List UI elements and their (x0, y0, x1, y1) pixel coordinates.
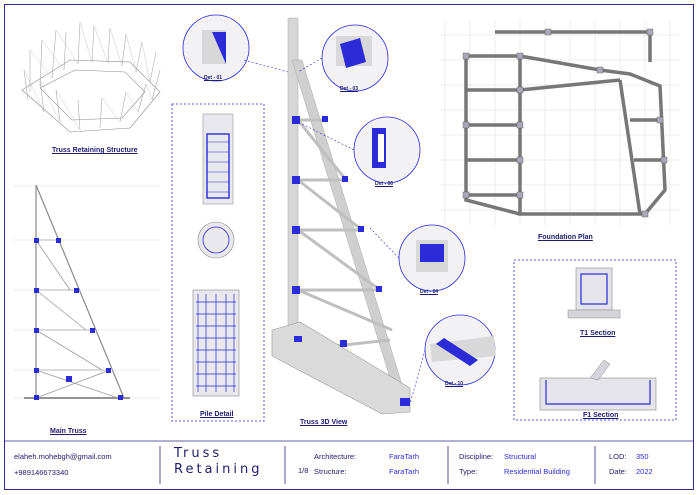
architecture-label: Architecture: (314, 452, 357, 461)
title-block: elaheh.mohebgh@gmail.com +989146673340 T… (4, 440, 694, 490)
lod-value: 350 (636, 452, 649, 461)
lod-label: LOD: (609, 452, 627, 461)
detail-06-label: Det - 06 (375, 181, 394, 187)
foundation-plan-drawing (440, 20, 680, 225)
detail-10-label: Det - 10 (445, 381, 464, 387)
main-truss-label: Main Truss (50, 428, 87, 435)
date-value: 2022 (636, 467, 653, 476)
detail-01-label: Det - 01 (204, 75, 223, 81)
date-label: Date: (609, 467, 627, 476)
detail-03-label: Det - 03 (340, 86, 359, 92)
pile-detail-drawing (171, 103, 265, 422)
contact-email: elaheh.mohebgh@gmail.com (14, 452, 112, 461)
foundation-plan-label: Foundation Plan (538, 234, 593, 241)
detail-04-label: Det - 04 (420, 289, 439, 295)
pile-detail-label: Pile Detail (200, 411, 234, 418)
contact-phone: +989146673340 (14, 468, 69, 477)
architecture-value: FaraTarh (389, 452, 420, 461)
title-block-lines (4, 440, 694, 484)
type-label: Type: (459, 467, 478, 476)
detail-contents (202, 30, 496, 366)
t1-section-label: T1 Section (580, 330, 616, 337)
drawing-sheet-border (4, 4, 694, 490)
type-value: Residential Building (504, 467, 570, 476)
section-detail-drawing (513, 259, 677, 421)
f1-section-label: F1 Section (583, 412, 619, 419)
structure-label: Structure: (314, 467, 347, 476)
truss-retaining-structure-drawing (21, 21, 161, 133)
truss-3d-view-label: Truss 3D View (300, 419, 348, 426)
sheet-number: 1/8 (298, 466, 309, 475)
detail-callouts (182, 14, 496, 386)
drawing-title-line1: Truss (174, 446, 223, 461)
structure-value: FaraTarh (389, 467, 420, 476)
truss-retaining-structure-label: Truss Retaining Structure (52, 147, 138, 154)
discipline-value: Structural (504, 452, 537, 461)
detail-leaders (243, 57, 426, 405)
discipline-label: Discipline: (459, 452, 494, 461)
drawing-title-line2: Retaining (174, 462, 263, 477)
main-truss-drawing (14, 184, 160, 400)
truss-3d-view-drawing (271, 17, 411, 415)
